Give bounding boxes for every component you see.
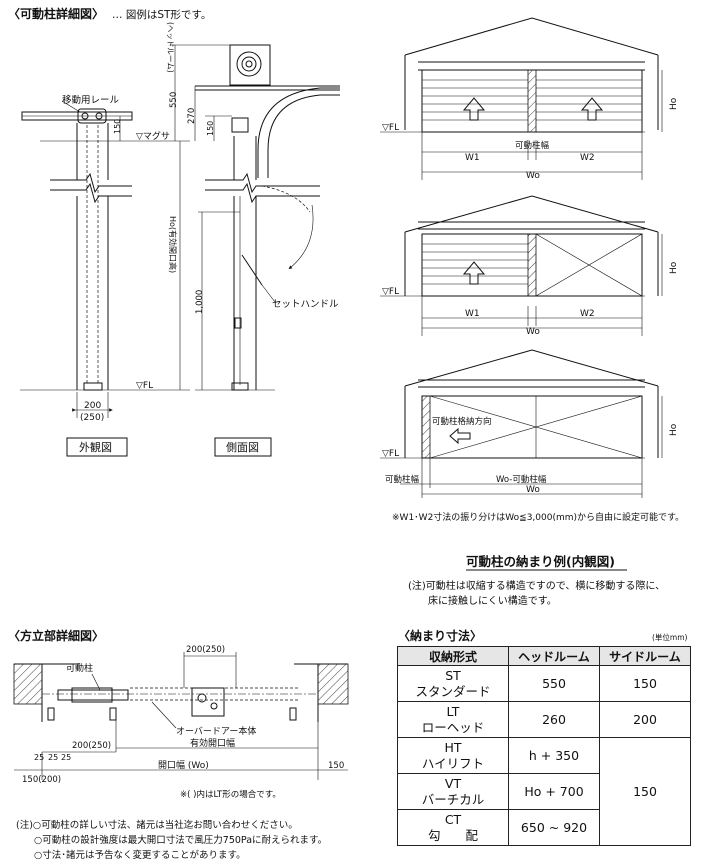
row-name: スタンダード bbox=[415, 683, 491, 699]
detail-note: … 図例はST形です。 bbox=[112, 8, 211, 21]
dim-150-a: 150 bbox=[113, 119, 122, 134]
header-sideroom: サイドルーム bbox=[599, 646, 691, 666]
fl-label-1: ▽FL bbox=[382, 123, 399, 133]
dim-270: 270 bbox=[187, 108, 197, 124]
ho-label-2: Ho bbox=[669, 261, 679, 274]
spec-table-header: 収納形式 ヘッドルーム サイドルーム bbox=[397, 646, 691, 666]
row-code: CT bbox=[444, 811, 462, 827]
dim-550: 550 bbox=[169, 92, 179, 108]
dim-550-sub: (ヘッドルーム) bbox=[166, 22, 175, 73]
side-view bbox=[195, 44, 340, 391]
dim-1000: 1,000 bbox=[195, 290, 205, 314]
row-code: LT bbox=[446, 703, 460, 719]
row-name: ローヘッド bbox=[421, 719, 485, 735]
row-code: ST bbox=[445, 667, 461, 683]
fl-label-3: ▽FL bbox=[382, 449, 399, 459]
elevation-2-slats bbox=[422, 243, 528, 285]
storage-note-2: 床に接触しにくい構造です。 bbox=[428, 594, 557, 607]
ho-label-1: Ho bbox=[669, 97, 679, 110]
dim-25-c: 25 bbox=[61, 753, 71, 762]
row-sideroom: 200 bbox=[599, 701, 691, 738]
plan-dim-150-200: 150(200) bbox=[22, 775, 61, 785]
plan-drawing bbox=[13, 663, 349, 722]
dim-200: 200 bbox=[84, 401, 101, 411]
pillar-label-plan: 可動柱 bbox=[66, 662, 93, 674]
opening-width-label: 開口幅 (Wo) bbox=[158, 759, 209, 771]
handle-label: セットハンドル bbox=[272, 299, 339, 310]
effective-width-label: 有効開口幅 bbox=[190, 737, 235, 749]
plan-title: 〈方立部詳細図〉 bbox=[8, 628, 104, 643]
wo-label-2: Wo bbox=[526, 327, 540, 337]
row-sideroom: 150 bbox=[599, 737, 691, 846]
storage-title: 可動柱の納まり例(内観図) bbox=[466, 554, 615, 569]
plan-dim-200-250: 200(250) bbox=[186, 645, 225, 655]
pillar-width-label-3: 可動柱幅 bbox=[385, 474, 420, 485]
w2-label-2: W2 bbox=[580, 309, 595, 319]
row-headroom: 550 bbox=[508, 665, 600, 702]
row-name: 勾 配 bbox=[427, 827, 478, 843]
dim-250: (250) bbox=[80, 413, 104, 423]
row-headroom: 650 ~ 920 bbox=[508, 809, 600, 846]
exterior-pillar bbox=[76, 123, 109, 391]
fl-label-detail: ▽FL bbox=[136, 381, 153, 391]
ho-label-3: Ho bbox=[669, 423, 679, 436]
row-name: ハイリフト bbox=[421, 755, 485, 771]
rail-label: 移動用レール bbox=[62, 94, 120, 106]
row-headroom: Ho + 700 bbox=[508, 773, 600, 810]
wo-label-1: Wo bbox=[526, 171, 540, 181]
pillar-width-label-1: 可動柱幅 bbox=[515, 140, 550, 151]
dim-150-b: 150 bbox=[206, 121, 215, 136]
plan-dim-150: 150 bbox=[328, 761, 344, 771]
spec-table-unit: (単位mm) bbox=[652, 632, 688, 642]
wo-label-3: Wo bbox=[526, 485, 540, 495]
elevation-1-slats bbox=[422, 79, 642, 121]
wo-minus-label: Wo-可動柱幅 bbox=[496, 474, 547, 485]
note-line-3: ○寸法･諸元は予告なく変更することがあります。 bbox=[34, 849, 246, 861]
note-line-2: ○可動柱の設計強度は最大開口寸法で風圧力750Paに耐えられます。 bbox=[34, 834, 327, 846]
row-headroom: h + 350 bbox=[508, 737, 600, 774]
note-line-1: (注)○可動柱の詳しい寸法、諸元は当社迄お問い合わせください。 bbox=[16, 819, 298, 831]
w1-label-1: W1 bbox=[465, 153, 480, 163]
elevation-3 bbox=[404, 349, 659, 459]
side-view-label: 側面図 bbox=[226, 441, 259, 454]
fl-label-2: ▽FL bbox=[382, 287, 399, 297]
dim-25-b: 25 bbox=[48, 753, 58, 762]
row-code: VT bbox=[444, 775, 462, 791]
header-headroom: ヘッドルーム bbox=[508, 646, 600, 666]
row-headroom: 260 bbox=[508, 701, 600, 738]
exterior-view-label: 外観図 bbox=[79, 440, 112, 454]
detail-title: 〈可動柱詳細図〉 bbox=[8, 6, 104, 21]
spec-table-title: 〈納まり寸法〉 bbox=[398, 628, 482, 643]
elevation-footnote: ※W1･W2寸法の振り分けはWo≦3,000(mm)から自由に設定可能です。 bbox=[392, 511, 684, 523]
exterior-view-box bbox=[66, 437, 128, 457]
lt-note: ※( )内はLT形の場合です。 bbox=[180, 789, 281, 800]
elevation-2 bbox=[404, 195, 659, 297]
elevation-1 bbox=[404, 17, 659, 133]
row-sideroom: 150 bbox=[599, 665, 691, 702]
lintel-label: ▽マグサ bbox=[136, 130, 170, 142]
door-label: オーバードアー本体 bbox=[176, 725, 256, 737]
plan-dim-200-250-b: 200(250) bbox=[72, 741, 111, 751]
w1-label-2: W1 bbox=[465, 309, 480, 319]
row-code: HT bbox=[444, 739, 462, 755]
ho-label: Ho(有効開口高) bbox=[168, 216, 178, 273]
storage-direction-label: 可動柱格納方向 bbox=[432, 416, 492, 427]
w2-label-1: W2 bbox=[580, 153, 595, 163]
row-name: バーチカル bbox=[421, 791, 485, 807]
dim-25-a: 25 bbox=[34, 753, 44, 762]
side-view-box bbox=[214, 437, 272, 457]
header-storage-type: 収納形式 bbox=[397, 646, 509, 666]
storage-note-1: (注)可動柱は収縮する構造ですので、横に移動する際に、 bbox=[408, 579, 665, 592]
